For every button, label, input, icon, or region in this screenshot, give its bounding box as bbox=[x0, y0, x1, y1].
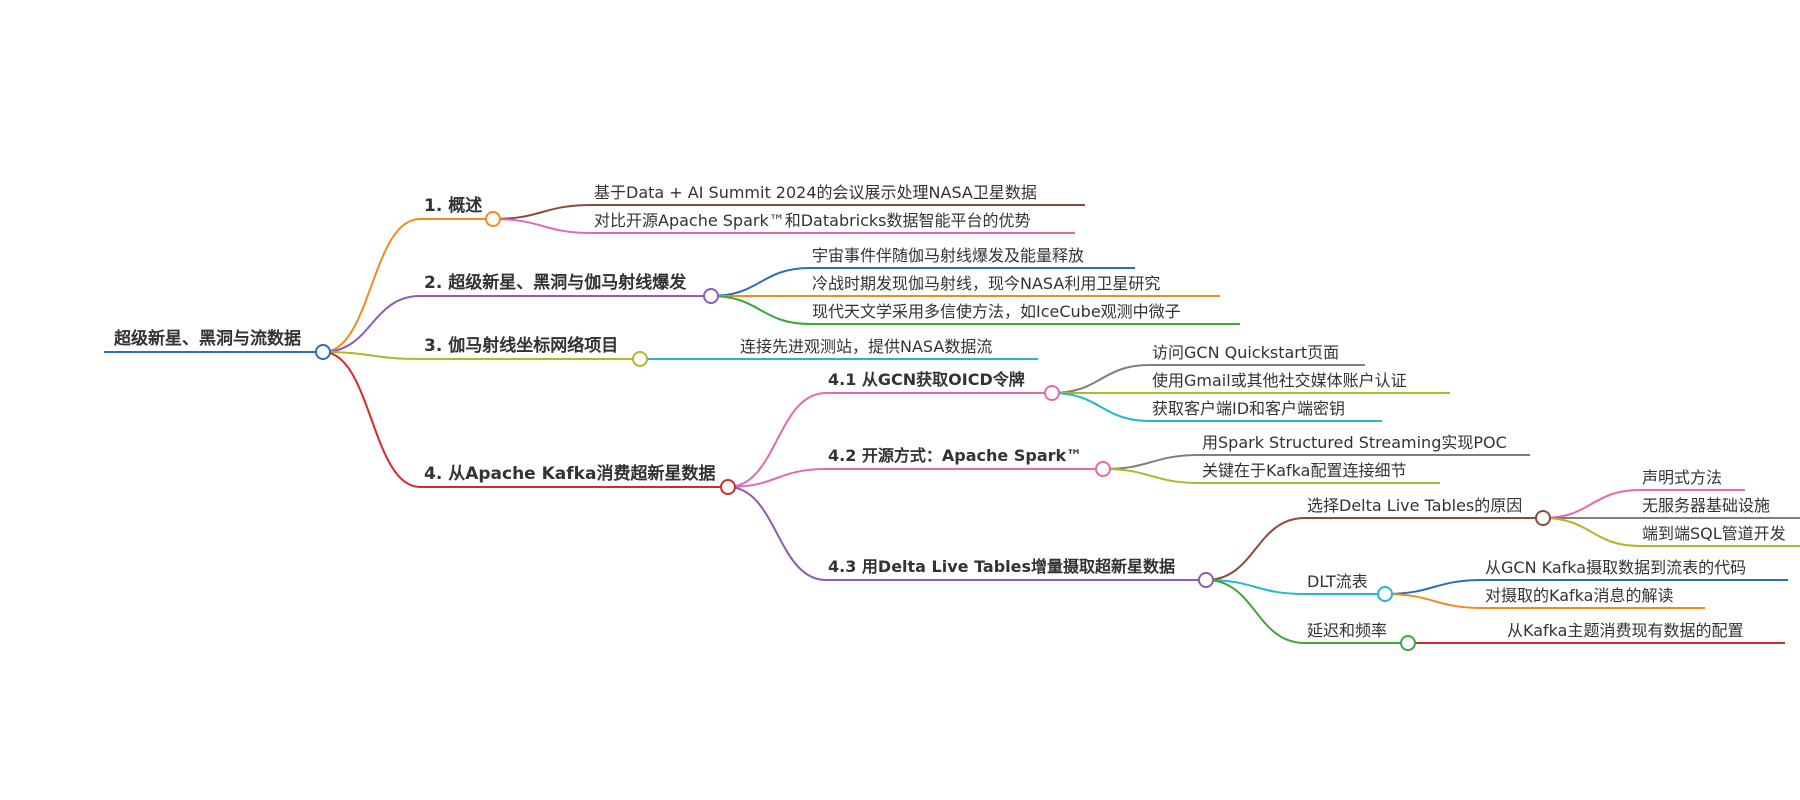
edge-dlt-why bbox=[1205, 517, 1306, 581]
edge-why-3 bbox=[1542, 517, 1641, 547]
subtopic-oicd-token-label: 4.1 从GCN获取OICD令牌 bbox=[828, 370, 1025, 389]
subtopic-oicd-token[interactable]: 4.1 从GCN获取OICD令牌 bbox=[826, 370, 1060, 401]
edge-root-gcn bbox=[322, 351, 421, 360]
leaf-why-dlt-1-label: 声明式方法 bbox=[1642, 468, 1722, 487]
edge-spark-1 bbox=[1102, 454, 1201, 470]
leaf-dlt-stream-1[interactable]: 从GCN Kafka摄取数据到流表的代码 bbox=[1483, 558, 1788, 581]
leaf-dlt-stream-1-label: 从GCN Kafka摄取数据到流表的代码 bbox=[1485, 558, 1746, 577]
leaf-spark-2-label: 关键在于Kafka配置连接细节 bbox=[1202, 461, 1406, 480]
leaf-supernova-1-label: 宇宙事件伴随伽马射线爆发及能量释放 bbox=[812, 246, 1084, 265]
topic-overview[interactable]: 1. 概述 bbox=[420, 195, 501, 227]
subtopic-oicd-token-knob[interactable] bbox=[1044, 385, 1060, 401]
leaf-oicd-3-label: 获取客户端ID和客户端密钥 bbox=[1152, 399, 1345, 418]
leaf-spark-1-label: 用Spark Structured Streaming实现POC bbox=[1202, 433, 1507, 452]
edge-root-kafka bbox=[322, 351, 421, 488]
topic-kafka[interactable]: 4. 从Apache Kafka消费超新星数据 bbox=[420, 463, 736, 495]
topic-gcn-label: 3. 伽马射线坐标网络项目 bbox=[424, 335, 618, 356]
root-label: 超级新星、黑洞与流数据 bbox=[114, 328, 301, 349]
subtopic-open-source-spark-label: 4.2 开源方式：Apache Spark™ bbox=[828, 446, 1082, 465]
edge-stream-2 bbox=[1384, 593, 1484, 609]
topic-overview-label: 1. 概述 bbox=[424, 195, 482, 216]
edge-oicd-3 bbox=[1051, 392, 1151, 422]
leaf-dlt-stream-2[interactable]: 对摄取的Kafka消息的解读 bbox=[1483, 586, 1705, 609]
edge-supernova-3 bbox=[710, 295, 811, 325]
leaf-oicd-3[interactable]: 获取客户端ID和客户端密钥 bbox=[1150, 399, 1382, 422]
leaf-gcn-1[interactable]: 连接先进观测站，提供NASA数据流 bbox=[738, 337, 1038, 360]
subtopic-delta-live-tables-knob[interactable] bbox=[1198, 572, 1214, 588]
edge-dlt-stream bbox=[1205, 579, 1306, 595]
edge-overview-2 bbox=[492, 218, 593, 234]
leaf-why-dlt-1[interactable]: 声明式方法 bbox=[1640, 468, 1745, 491]
leaf-why-dlt-3-label: 端到端SQL管道开发 bbox=[1642, 524, 1786, 543]
topic-supernova-knob[interactable] bbox=[703, 288, 719, 304]
edge-spark-2 bbox=[1102, 468, 1201, 484]
topic-kafka-label: 4. 从Apache Kafka消费超新星数据 bbox=[424, 463, 715, 484]
leaf-latency-1[interactable]: 从Kafka主题消费现有数据的配置 bbox=[1505, 621, 1785, 644]
leaf-overview-2-label: 对比开源Apache Spark™和Databricks数据智能平台的优势 bbox=[594, 211, 1031, 230]
leaf-latency-1-label: 从Kafka主题消费现有数据的配置 bbox=[1507, 621, 1743, 640]
node-latency-frequency[interactable]: 延迟和频率 bbox=[1305, 621, 1416, 651]
edge-root-overview bbox=[322, 218, 421, 353]
edge-root-supernova bbox=[322, 295, 421, 353]
edge-kafka-oicd bbox=[727, 392, 827, 488]
leaf-oicd-1[interactable]: 访问GCN Quickstart页面 bbox=[1150, 343, 1365, 366]
leaf-supernova-2[interactable]: 冷战时期发现伽马射线，现今NASA利用卫星研究 bbox=[810, 274, 1220, 297]
node-why-dlt[interactable]: 选择Delta Live Tables的原因 bbox=[1305, 496, 1551, 526]
topic-kafka-knob[interactable] bbox=[720, 479, 736, 495]
edge-kafka-dlt bbox=[727, 486, 827, 581]
leaf-dlt-stream-2-label: 对摄取的Kafka消息的解读 bbox=[1485, 586, 1673, 605]
subtopic-open-source-spark[interactable]: 4.2 开源方式：Apache Spark™ bbox=[826, 446, 1111, 477]
leaf-gcn-1-label: 连接先进观测站，提供NASA数据流 bbox=[740, 337, 992, 356]
edge-kafka-spark bbox=[727, 468, 827, 488]
leaf-supernova-2-label: 冷战时期发现伽马射线，现今NASA利用卫星研究 bbox=[812, 274, 1160, 293]
leaf-why-dlt-2-label: 无服务器基础设施 bbox=[1642, 496, 1770, 515]
leaf-overview-1-label: 基于Data + AI Summit 2024的会议展示处理NASA卫星数据 bbox=[594, 183, 1037, 202]
edge-oicd-1 bbox=[1051, 364, 1151, 394]
root-node[interactable]: 超级新星、黑洞与流数据 bbox=[104, 328, 331, 360]
root-knob[interactable] bbox=[315, 344, 331, 360]
edge-stream-1 bbox=[1384, 579, 1484, 595]
topic-gcn[interactable]: 3. 伽马射线坐标网络项目 bbox=[420, 335, 648, 367]
edge-dlt-latency bbox=[1205, 579, 1306, 644]
leaf-oicd-1-label: 访问GCN Quickstart页面 bbox=[1152, 343, 1339, 362]
leaf-overview-2[interactable]: 对比开源Apache Spark™和Databricks数据智能平台的优势 bbox=[592, 211, 1075, 234]
leaf-spark-1[interactable]: 用Spark Structured Streaming实现POC bbox=[1200, 433, 1530, 456]
leaf-supernova-3-label: 现代天文学采用多信使方法，如IceCube观测中微子 bbox=[812, 302, 1181, 321]
topic-overview-knob[interactable] bbox=[485, 211, 501, 227]
leaf-why-dlt-2[interactable]: 无服务器基础设施 bbox=[1640, 496, 1800, 519]
subtopic-open-source-spark-knob[interactable] bbox=[1095, 461, 1111, 477]
leaf-why-dlt-3[interactable]: 端到端SQL管道开发 bbox=[1640, 524, 1800, 547]
mindmap-edges bbox=[322, 204, 1641, 645]
node-dlt-stream-tables-label: DLT流表 bbox=[1307, 572, 1368, 591]
subtopic-delta-live-tables-label: 4.3 用Delta Live Tables增量摄取超新星数据 bbox=[828, 557, 1175, 576]
edge-supernova-1 bbox=[710, 267, 811, 297]
edge-why-1 bbox=[1542, 489, 1641, 519]
node-dlt-stream-tables-knob[interactable] bbox=[1377, 586, 1393, 602]
node-why-dlt-label: 选择Delta Live Tables的原因 bbox=[1307, 496, 1522, 515]
node-latency-frequency-knob[interactable] bbox=[1400, 635, 1416, 651]
topic-gcn-knob[interactable] bbox=[632, 351, 648, 367]
node-dlt-stream-tables[interactable]: DLT流表 bbox=[1305, 572, 1393, 602]
edge-overview-1 bbox=[492, 204, 593, 220]
topic-supernova-label: 2. 超级新星、黑洞与伽马射线爆发 bbox=[424, 272, 687, 293]
subtopic-delta-live-tables[interactable]: 4.3 用Delta Live Tables增量摄取超新星数据 bbox=[826, 557, 1214, 588]
leaf-overview-1[interactable]: 基于Data + AI Summit 2024的会议展示处理NASA卫星数据 bbox=[592, 183, 1085, 206]
leaf-oicd-2[interactable]: 使用Gmail或其他社交媒体账户认证 bbox=[1150, 371, 1450, 394]
node-why-dlt-knob[interactable] bbox=[1535, 510, 1551, 526]
leaf-supernova-1[interactable]: 宇宙事件伴随伽马射线爆发及能量释放 bbox=[810, 246, 1135, 269]
topic-supernova[interactable]: 2. 超级新星、黑洞与伽马射线爆发 bbox=[420, 272, 719, 304]
mindmap-nodes: 超级新星、黑洞与流数据 1. 概述 基于Data + AI Summit 202… bbox=[104, 183, 1800, 651]
leaf-oicd-2-label: 使用Gmail或其他社交媒体账户认证 bbox=[1152, 371, 1407, 390]
node-latency-frequency-label: 延迟和频率 bbox=[1307, 621, 1387, 640]
leaf-spark-2[interactable]: 关键在于Kafka配置连接细节 bbox=[1200, 461, 1440, 484]
leaf-supernova-3[interactable]: 现代天文学采用多信使方法，如IceCube观测中微子 bbox=[810, 302, 1240, 325]
